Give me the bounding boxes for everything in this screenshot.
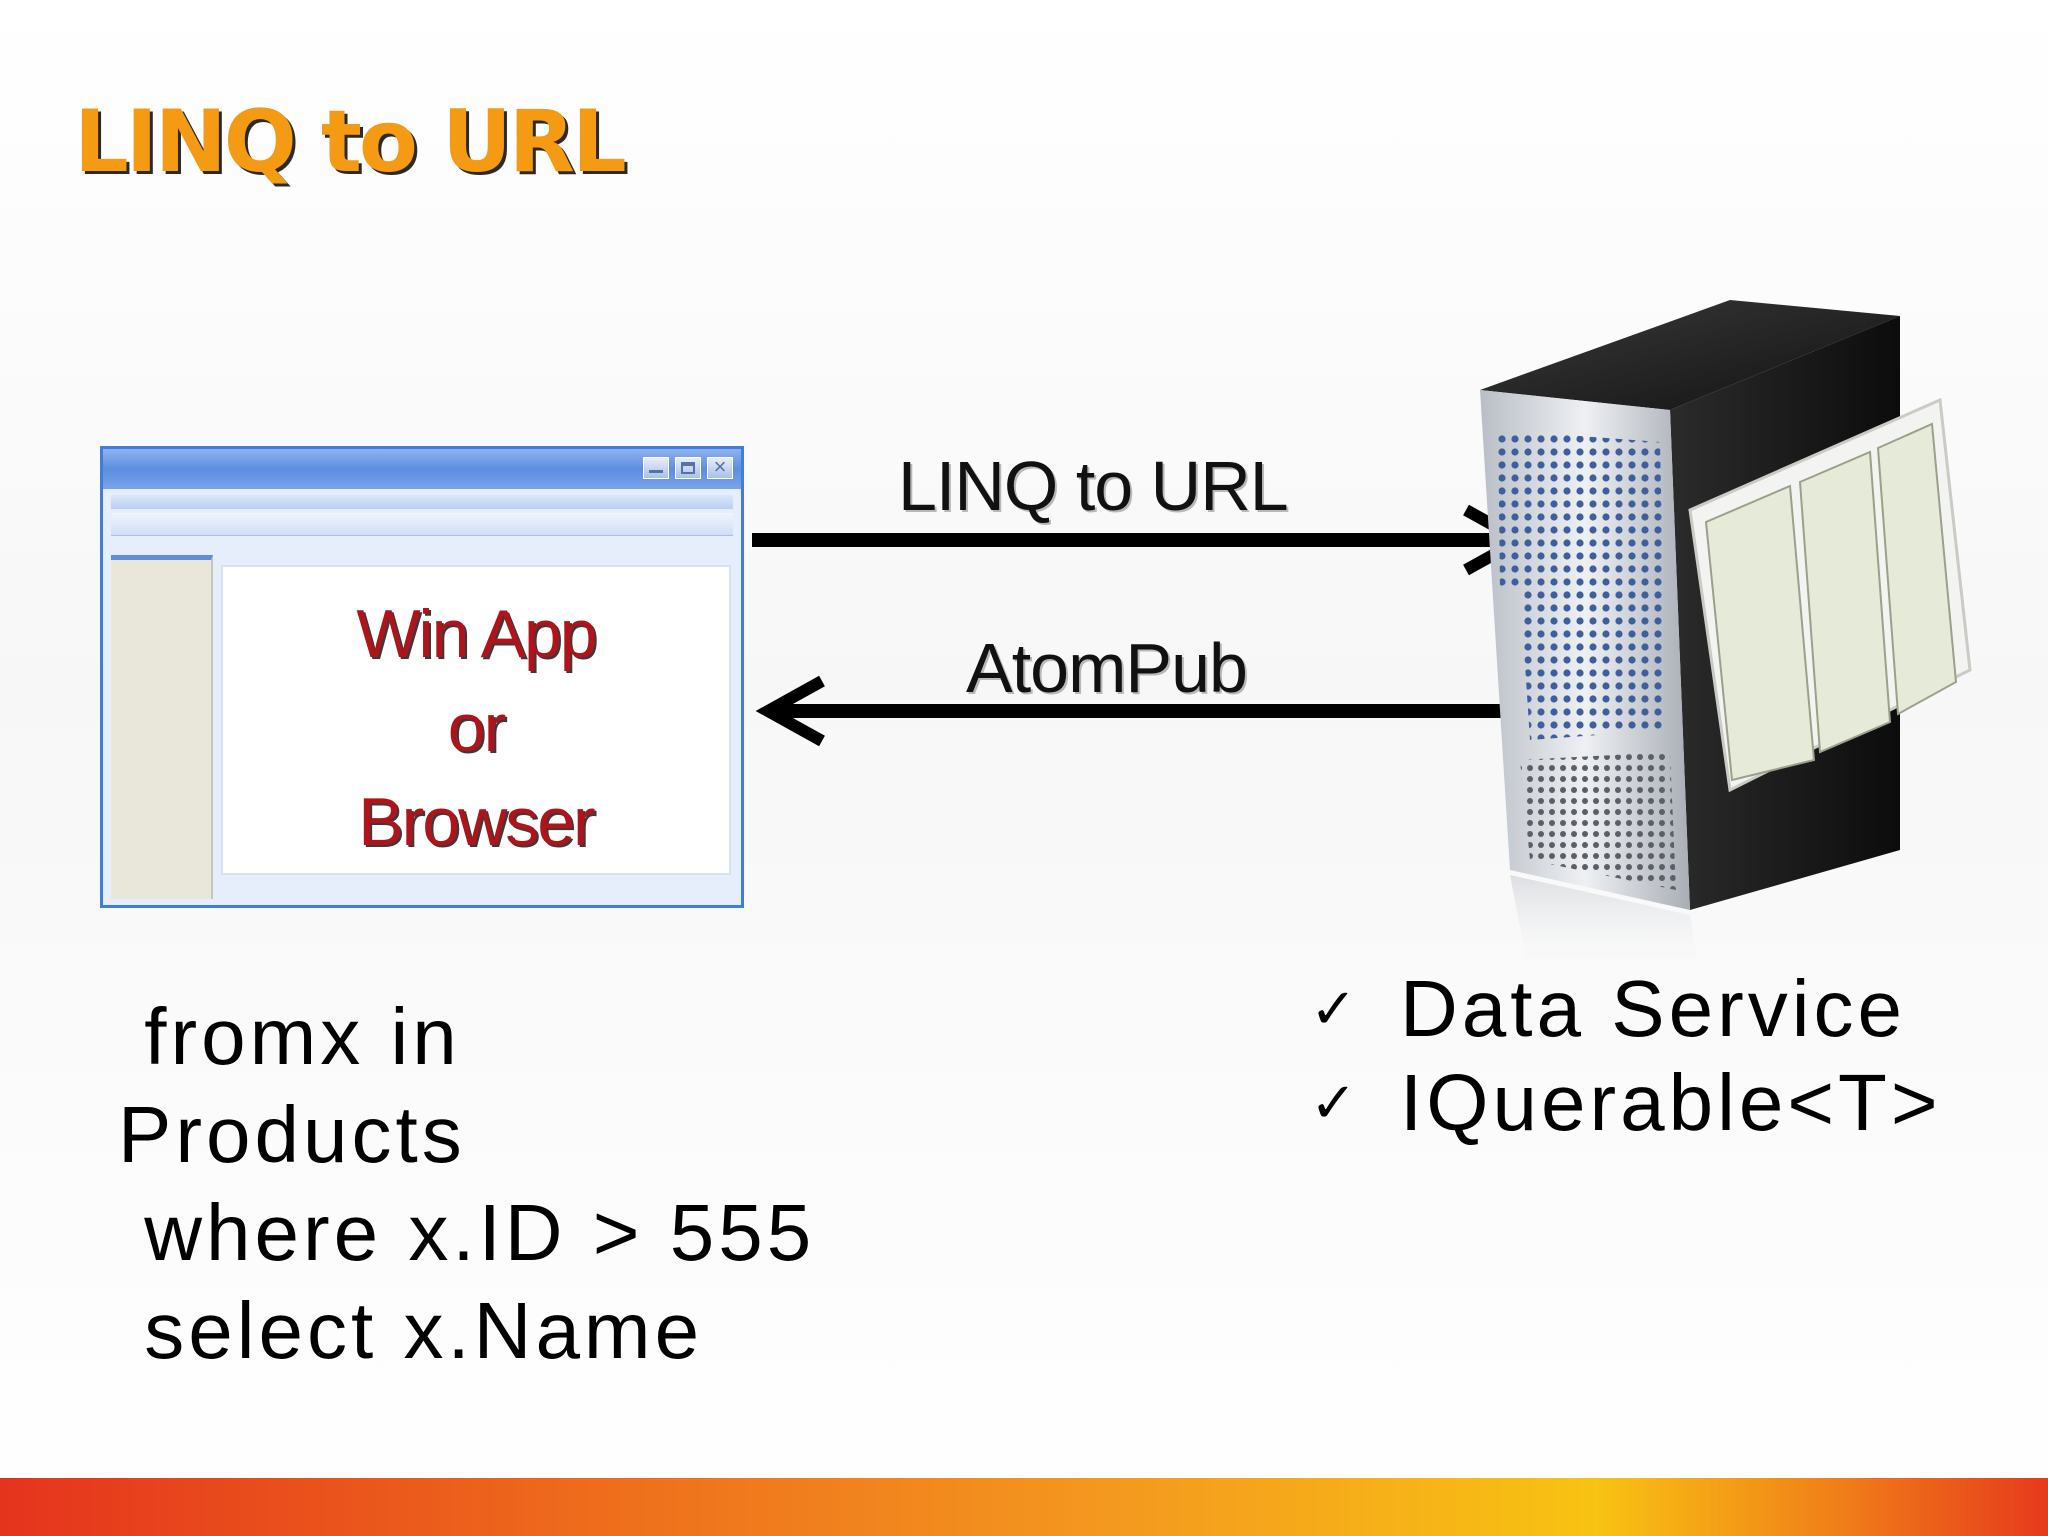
minimize-icon bbox=[643, 457, 669, 479]
feature-list: ✓ Data Service ✓ IQuerable<T> bbox=[1310, 962, 1942, 1150]
maximize-icon bbox=[675, 457, 701, 479]
request-arrow-label: LINQ to URL bbox=[898, 447, 1289, 525]
app-label-line: or bbox=[447, 690, 506, 766]
response-arrow bbox=[755, 675, 1532, 747]
close-icon bbox=[707, 454, 733, 480]
app-label-line: Win App bbox=[356, 596, 597, 672]
app-window-graphic: Win App or Browser bbox=[100, 446, 744, 908]
document-sheets-icon bbox=[1688, 397, 1972, 793]
code-line: where x.ID > 555 bbox=[118, 1188, 816, 1277]
window-side-panel bbox=[111, 555, 213, 899]
check-icon: ✓ bbox=[1310, 976, 1357, 1042]
code-line: Products bbox=[118, 1090, 466, 1179]
app-label: Win App or Browser bbox=[223, 587, 729, 869]
app-label-line: Browser bbox=[358, 784, 595, 860]
feature-text: Data Service bbox=[1400, 964, 1906, 1053]
linq-query-code: fromx in Products where x.ID > 555 select… bbox=[118, 988, 815, 1380]
window-titlebar bbox=[103, 449, 741, 489]
list-item: ✓ IQuerable<T> bbox=[1310, 1056, 1942, 1150]
server-icon bbox=[1480, 300, 1972, 980]
slide-title: LINQ to URL bbox=[74, 92, 627, 192]
footer-gradient-bar bbox=[0, 1478, 2048, 1536]
window-menubar bbox=[111, 495, 733, 509]
feature-text: IQuerable<T> bbox=[1400, 1058, 1942, 1147]
response-arrow-label: AtomPub bbox=[966, 629, 1248, 707]
window-toolbar bbox=[111, 513, 733, 536]
window-content-pane: Win App or Browser bbox=[221, 565, 731, 875]
window-controls bbox=[643, 454, 733, 480]
list-item: ✓ Data Service bbox=[1310, 962, 1942, 1056]
code-line: fromx in bbox=[118, 992, 461, 1081]
check-icon: ✓ bbox=[1310, 1070, 1357, 1136]
code-line: select x.Name bbox=[118, 1286, 704, 1375]
